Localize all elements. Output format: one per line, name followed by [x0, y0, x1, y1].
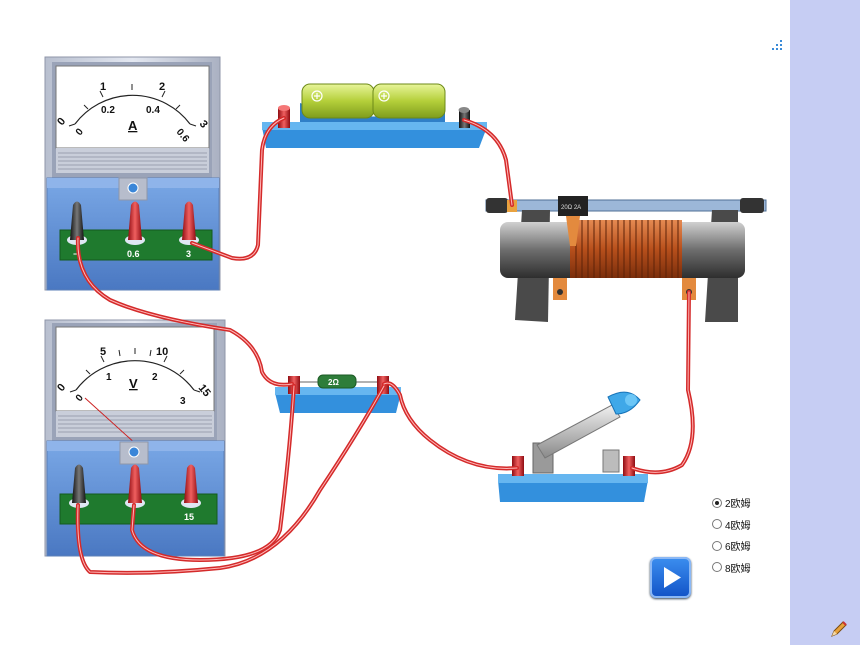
switch-terminal-right[interactable] [623, 456, 635, 476]
ammeter-terminal-label-neg: − [73, 249, 78, 259]
ammeter-scale-bottom-2: 0.4 [146, 105, 160, 116]
rheostat: 20Ω 2A [485, 196, 767, 322]
option-label: 2欧姆 [725, 499, 751, 511]
battery-cell-1 [301, 83, 375, 119]
option-8-ohm[interactable]: 8欧姆 [712, 557, 782, 579]
wire-switch-resistor [382, 381, 519, 471]
resistor: 2Ω [317, 374, 357, 389]
radio-selected-dot [715, 500, 719, 505]
voltmeter-unit: V [129, 376, 138, 391]
ammeter-scale-top-1: 1 [100, 81, 106, 93]
rheostat-terminal-bottom-left[interactable] [553, 278, 567, 300]
radio-button[interactable] [712, 562, 722, 573]
ammeter-scale-bottom-1: 0.2 [101, 105, 115, 116]
voltmeter: 0 5 10 15 0 1 2 3 V 15 [44, 319, 226, 557]
radio-button[interactable] [712, 519, 722, 530]
battery-cell-2 [372, 83, 446, 119]
rheostat-slider[interactable]: 20Ω 2A [558, 196, 588, 246]
ammeter-unit: A [128, 118, 138, 133]
right-sidebar [790, 0, 860, 645]
wires [75, 116, 695, 575]
voltmeter-needle [84, 397, 138, 446]
option-4-ohm[interactable]: 4欧姆 [712, 514, 782, 536]
rheostat-label: 20Ω 2A [561, 205, 581, 211]
ammeter-terminal-neg[interactable] [70, 201, 84, 241]
wire-rheostat-switch [630, 290, 695, 475]
battery-plus-icon [311, 90, 323, 102]
option-label: 8欧姆 [725, 563, 751, 575]
voltmeter-terminal-label-15: 15 [184, 512, 194, 522]
voltmeter-scale-bottom-2: 2 [152, 372, 158, 383]
voltmeter-terminal-3[interactable] [128, 464, 142, 504]
option-2-ohm[interactable]: 2欧姆 [712, 492, 782, 514]
voltmeter-scale-bottom-3: 3 [180, 396, 186, 407]
switch-terminal-left[interactable] [512, 456, 524, 476]
radio-button[interactable] [712, 540, 722, 551]
resistance-options: 2欧姆 4欧姆 6欧姆 8欧姆 [712, 492, 782, 578]
radio-button[interactable] [712, 497, 722, 508]
ammeter-terminal-3[interactable] [182, 201, 196, 241]
play-button[interactable] [650, 557, 691, 598]
voltmeter-zero-adjust-icon[interactable] [128, 446, 140, 458]
resistor-label: 2Ω [328, 378, 339, 387]
ammeter-scale-bottom-0: 0 [74, 126, 86, 138]
switch-handle-icon [625, 394, 637, 406]
ammeter-scale-top-2: 2 [159, 81, 165, 93]
ammeter-terminal-0.6[interactable] [128, 201, 142, 241]
ammeter-zero-adjust-icon[interactable] [127, 182, 139, 194]
battery-terminal-negative[interactable] [458, 107, 471, 128]
play-icon [664, 567, 681, 588]
voltmeter-terminal-15[interactable] [184, 464, 198, 504]
switch-lever[interactable] [536, 391, 641, 459]
knife-switch [498, 391, 648, 502]
voltmeter-scale-bottom-1: 1 [106, 372, 112, 383]
ammeter: 0 1 2 3 0 0.2 0.4 0.6 A − 0.6 3 [44, 56, 221, 291]
voltmeter-scale-arc [75, 360, 195, 391]
voltmeter-scale-bottom-0: 0 [74, 392, 86, 404]
pencil-icon[interactable] [828, 618, 850, 640]
battery-plus-icon [378, 90, 390, 102]
voltmeter-terminal-neg[interactable] [72, 464, 86, 504]
option-label: 4欧姆 [725, 520, 751, 532]
ammeter-terminal-label-3: 3 [186, 249, 191, 259]
option-label: 6欧姆 [725, 542, 751, 554]
battery-holder [262, 83, 487, 148]
ammeter-scale-arc [74, 94, 191, 125]
option-6-ohm[interactable]: 6欧姆 [712, 535, 782, 557]
dots-icon[interactable] [772, 40, 782, 50]
voltmeter-scale-top-1: 5 [100, 346, 106, 358]
ammeter-terminal-label-0.6: 0.6 [127, 249, 140, 259]
voltmeter-scale-top-2: 10 [156, 346, 168, 358]
